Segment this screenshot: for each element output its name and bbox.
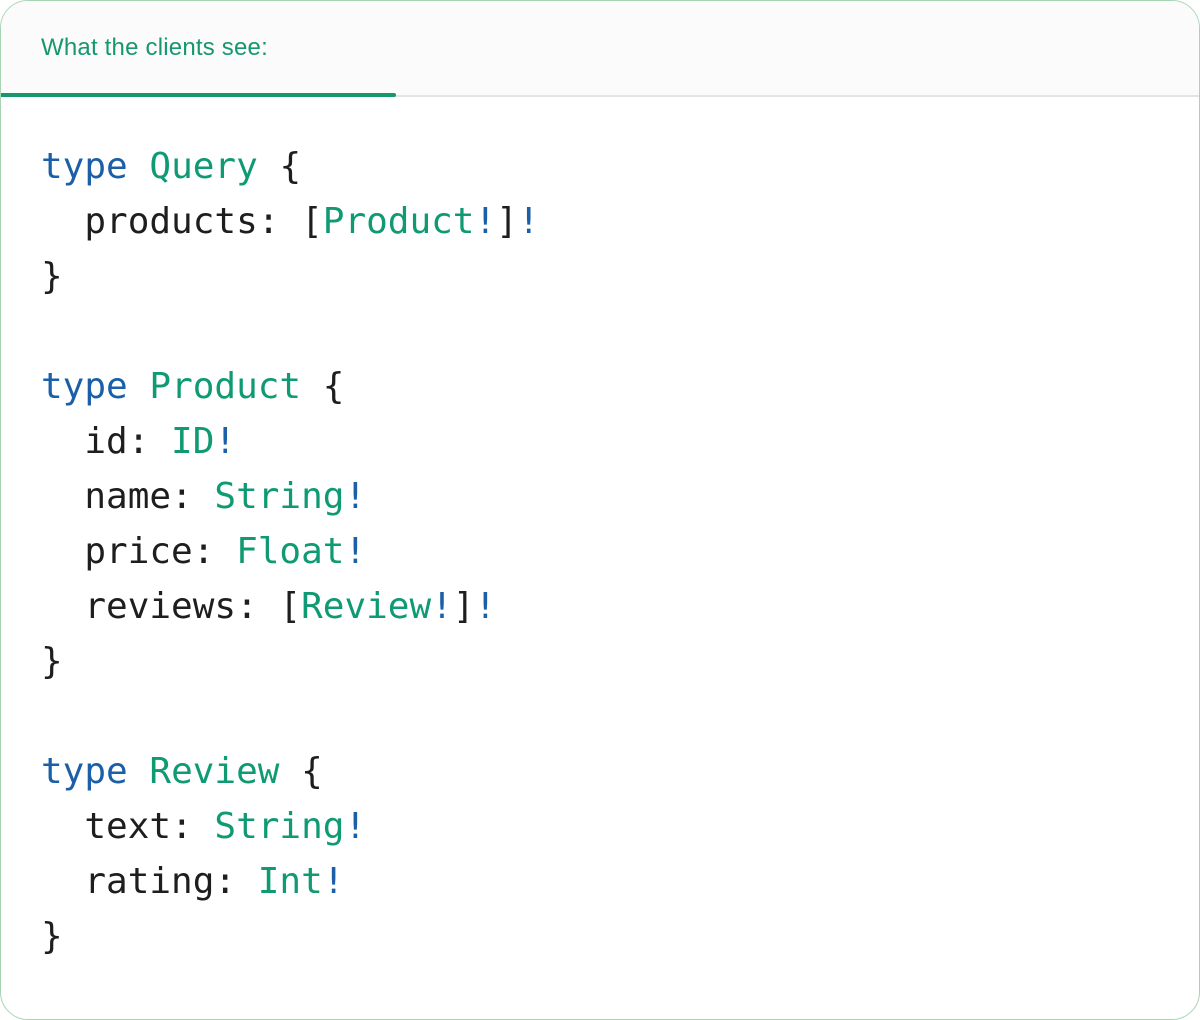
card-header: What the clients see: <box>1 1 1199 97</box>
tab-what-clients-see[interactable]: What the clients see: <box>1 1 268 95</box>
code-token: { <box>257 146 302 187</box>
code-token: Review <box>301 586 432 627</box>
code-token: ! <box>474 586 497 627</box>
code-token: } <box>41 256 63 297</box>
code-token: } <box>41 916 63 957</box>
code-token: ! <box>344 531 367 572</box>
code-token: Query <box>149 146 258 187</box>
code-token: type <box>41 146 128 187</box>
code-token: products: [ <box>41 201 323 242</box>
code-token: ! <box>517 201 540 242</box>
code-token: Float <box>236 531 345 572</box>
code-line: reviews: [Review!]! <box>41 586 496 627</box>
code-token: rating: <box>41 861 258 902</box>
code-line: } <box>41 916 63 957</box>
code-token: String <box>214 806 345 847</box>
code-area: type Query { products: [Product!]! } typ… <box>1 97 1199 964</box>
code-token: ] <box>496 201 518 242</box>
code-token: ] <box>452 586 475 627</box>
code-line: id: ID! <box>41 421 236 462</box>
active-tab-underline <box>1 93 396 97</box>
code-token <box>128 146 150 187</box>
code-token: price: <box>41 531 237 572</box>
code-line: type Query { <box>41 146 301 187</box>
code-token <box>128 366 150 407</box>
code-token: { <box>279 751 323 792</box>
code-token: { <box>301 366 345 407</box>
code-token: id: <box>41 421 172 462</box>
code-token: ! <box>344 476 367 517</box>
code-token: Int <box>257 861 323 902</box>
code-line: products: [Product!]! <box>41 201 540 242</box>
code-token: ! <box>322 861 345 902</box>
code-line: name: String! <box>41 476 366 517</box>
code-line: } <box>41 641 63 682</box>
code-token: Product <box>149 366 302 407</box>
code-token: ! <box>431 586 453 627</box>
code-line: rating: Int! <box>41 861 344 902</box>
code-line: text: String! <box>41 806 366 847</box>
code-token: text: <box>41 806 215 847</box>
code-token: ID <box>171 421 215 462</box>
tab-label: What the clients see: <box>41 34 268 61</box>
code-line: } <box>41 256 63 297</box>
code-token: Product <box>322 201 475 242</box>
code-token: Review <box>149 751 280 792</box>
code-token: type <box>41 366 128 407</box>
code-token: ! <box>344 806 367 847</box>
code-token: } <box>41 641 63 682</box>
code-line: price: Float! <box>41 531 366 572</box>
code-token: type <box>41 751 128 792</box>
code-block: type Query { products: [Product!]! } typ… <box>41 139 1159 964</box>
code-line: type Product { <box>41 366 344 407</box>
code-line: type Review { <box>41 751 323 792</box>
code-token: reviews: [ <box>41 586 302 627</box>
code-token: ! <box>214 421 237 462</box>
code-token: name: <box>41 476 215 517</box>
code-token: ! <box>474 201 497 242</box>
code-token <box>128 751 150 792</box>
code-token: String <box>214 476 345 517</box>
